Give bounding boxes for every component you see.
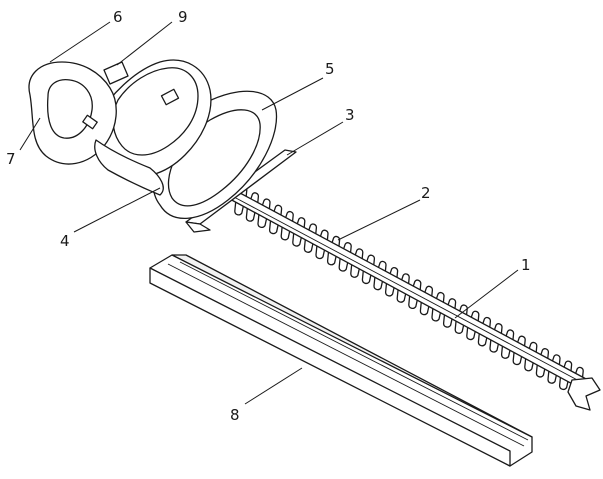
callout-4: 4 bbox=[60, 232, 70, 250]
blade-tip bbox=[567, 377, 601, 411]
rear-handle bbox=[28, 61, 164, 196]
callout-8: 8 bbox=[230, 406, 240, 424]
callout-7: 7 bbox=[6, 150, 16, 168]
callout-6: 6 bbox=[113, 8, 123, 26]
callout-3: 3 bbox=[345, 106, 355, 124]
blade-sheath bbox=[149, 254, 533, 467]
blade-assembly bbox=[227, 185, 601, 411]
callout-5: 5 bbox=[325, 60, 335, 78]
motor-housing bbox=[92, 59, 212, 178]
blade-teeth-lower bbox=[234, 200, 581, 397]
switch-trigger bbox=[82, 114, 98, 130]
callout-9: 9 bbox=[178, 8, 188, 26]
leader-lines bbox=[19, 21, 519, 405]
callout-2: 2 bbox=[421, 184, 431, 202]
callout-numbers: 1 2 3 4 5 6 7 8 9 bbox=[6, 8, 531, 424]
callout-1: 1 bbox=[521, 256, 531, 274]
battery-release-button bbox=[103, 61, 129, 85]
